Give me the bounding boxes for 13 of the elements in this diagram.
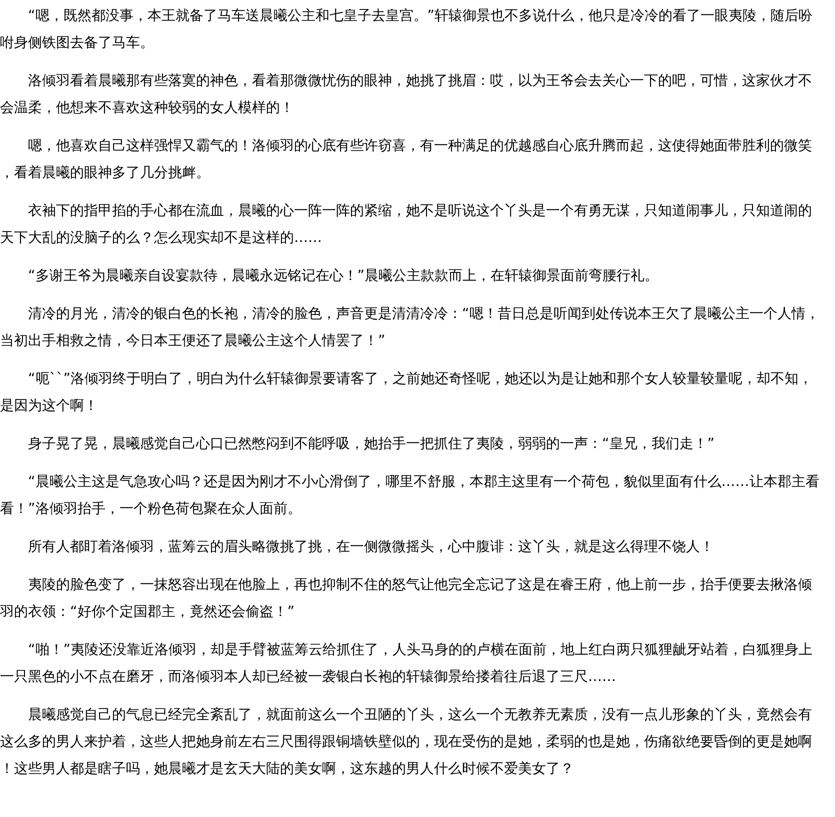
paragraph: “嗯，既然都没事，本王就备了马车送晨曦公主和七皇子去皇宫。”轩辕御景也不多说什么，他只是冷冷的看了一眼夷陵，随后吩咐身侧铁图去备了马车。 [0, 7, 814, 53]
paragraph: 嗯，他喜欢自己这样强悍又霸气的！洛倾羽的心底有些许窃喜，有一种满足的优越感自心底升腾而起，这使得她面带胜利的微笑，看着晨曦的眼神多了几分挑衅。 [0, 137, 813, 183]
paragraph: 所有人都盯着洛倾羽，蓝筹云的眉头略微挑了挑，在一侧微微摇头，心中腹诽：这丫头，就是这么得理不饶人！ [27, 538, 715, 557]
paragraph: 洛倾羽看着晨曦那有些落寞的神色，看着那微微忧伤的眼神，她挑了挑眉：哎，以为王爷会去关心一下的吧，可惜，这家伙才不会温柔，他想来不喜欢这种较弱的女人模样的！ [0, 72, 813, 118]
paragraph: 身子晃了晃，晨曦感觉自己心口已然憋闷到不能呼吸，她抬手一把抓住了夷陵，弱弱的一声：“皇兄，我们走！” [27, 435, 716, 454]
paragraph: 晨曦感觉自己的气息已经完全紊乱了，就面前这么一个丑陋的丫头，这么一个无教养无素质，没有一点儿形象的丫头，竟然会有这么多的男人来护着，这些人把她身前左右三尺围得跟铜墙铁壁似的，现在受伤的是她，柔弱的也是她，伤痛欲绝要昏倒的更是她啊！这些男人都是瞎子吗，她晨曦才是玄天大陆的美女啊，这东越的男人什么时候不爱美女了？ [0, 706, 813, 779]
paragraph: 夷陵的脸色变了，一抹怒容出现在他脸上，再也抑制不住的怒气让他完全忘记了这是在睿王府，他上前一步，抬手便要去揪洛倾羽的衣领：“好你个定国郡主，竟然还会偷盗！” [0, 576, 813, 622]
paragraph: 衣袖下的指甲掐的手心都在流血，晨曦的心一阵一阵的紧缩，她不是听说这个丫头是一个有勇无谋，只知道闹事儿，只知道闹的天下大乱的没脑子的么？怎么现实却不是这样的…… [0, 202, 813, 248]
paragraph: “晨曦公主这是气急攻心吗？还是因为刚才不小心滑倒了，哪里不舒服，本郡主这里有一个荷包，貌似里面有什么……让本郡主看看！”洛倾羽抬手，一个粉色荷包聚在众人面前。 [0, 473, 820, 519]
paragraph: “呃``”洛倾羽终于明白了，明白为什么轩辕御景要请客了，之前她还奇怪呢，她还以为是让她和那个女人较量较量呢，却不知，是因为这个啊！ [0, 370, 814, 416]
paragraph: “啪！”夷陵还没靠近洛倾羽，却是手臂被蓝筹云给抓住了，人头马身的的卢横在面前，地上红白两只狐狸龇牙站着，白狐狸身上一只黑色的小不点在磨牙，而洛倾羽本人却已经被一袭银白长袍的轩辕御景给搂着往后退了三尺…… [0, 641, 814, 687]
paragraph: 清冷的月光，清冷的银白色的长袍，清冷的脸色，声音更是清清冷冷：“嗯！昔日总是听闻到处传说本王欠了晨曦公主一个人情，当初出手相救之情，今日本王便还了晨曦公主这个人情罢了！” [0, 305, 820, 351]
paragraph: “多谢王爷为晨曦亲自设宴款待，晨曦永远铭记在心！”晨曦公主款款而上，在轩辕御景面前弯腰行礼。 [27, 267, 660, 286]
